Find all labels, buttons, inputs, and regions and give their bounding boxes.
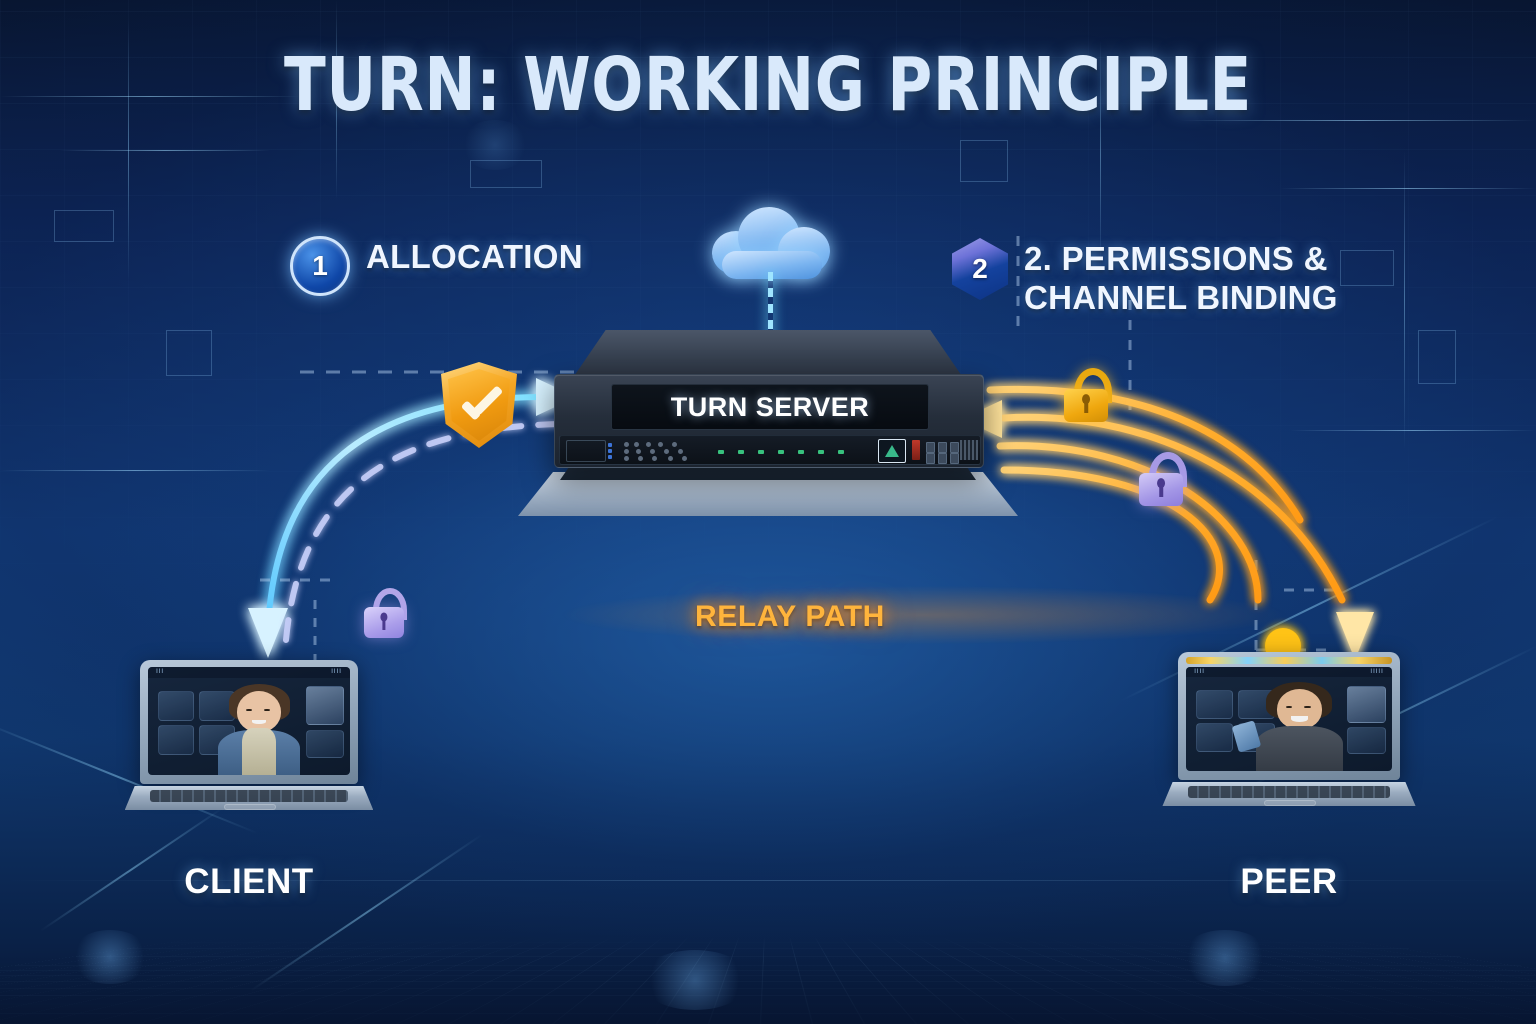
- step-1-badge: 1: [290, 236, 350, 296]
- client-person-avatar: [217, 684, 302, 775]
- server-chassis: TURN SERVER: [554, 374, 984, 468]
- server-power-block: [912, 440, 920, 460]
- lock-icon-purple: [1139, 452, 1188, 506]
- server-vent-grille: [960, 440, 978, 460]
- turn-server[interactable]: TURN SERVER: [498, 330, 1038, 530]
- step-2-label-line1: 2. PERMISSIONS &: [1024, 240, 1328, 277]
- shield-check-icon: [441, 362, 517, 448]
- page-title: TURN: WORKING PRINCIPLE: [284, 42, 1252, 128]
- client-label: CLIENT: [184, 862, 314, 901]
- step-1-label: ALLOCATION: [366, 238, 583, 275]
- step-2-label-line2: CHANNEL BINDING: [1024, 278, 1338, 316]
- lock-icon-purple-relay: [364, 588, 408, 638]
- lock-icon-gold: [1064, 368, 1113, 422]
- server-display: TURN SERVER: [611, 384, 929, 430]
- peer-lid-lightbar: [1186, 657, 1392, 664]
- server-status-indicator: [878, 439, 906, 463]
- client-laptop[interactable]: III IIII: [124, 660, 374, 810]
- peer-label: PEER: [1240, 862, 1338, 901]
- server-lid: [570, 330, 966, 382]
- peer-person-avatar: [1256, 681, 1343, 771]
- server-display-text: TURN SERVER: [670, 391, 870, 422]
- peer-laptop[interactable]: IIII IIIII: [1162, 652, 1416, 806]
- server-front-panel: [559, 435, 981, 465]
- cloud-link-line: [768, 272, 773, 364]
- step-2-permissions-channel-binding: 2 2. PERMISSIONS & CHANNEL BINDING: [952, 238, 1338, 316]
- client-laptop-base: [124, 786, 374, 810]
- relay-path-label: RELAY PATH: [695, 600, 885, 633]
- arrow-allocation-dashed: [283, 421, 563, 643]
- step-1-allocation: 1 ALLOCATION: [290, 236, 583, 296]
- peer-laptop-base: [1162, 782, 1416, 806]
